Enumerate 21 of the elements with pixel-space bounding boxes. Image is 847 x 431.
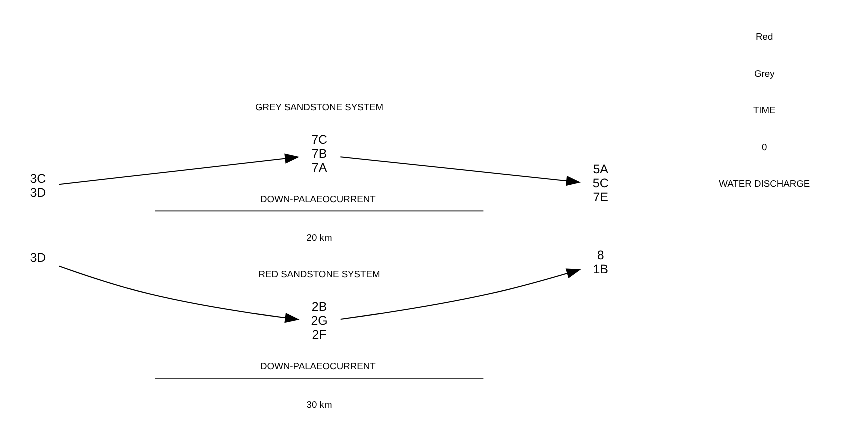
label: DOWN-PALAEOCURRENT <box>260 194 376 204</box>
label: 0 <box>762 142 768 152</box>
label: RED SANDSTONE SYSTEM <box>258 270 380 280</box>
arrow <box>340 156 581 186</box>
node-text: 3D <box>30 250 46 265</box>
node-text: 7C 7B 7A <box>312 132 328 175</box>
node-text: 3C 3D <box>30 172 46 200</box>
label: 20 km <box>306 232 332 243</box>
arrow <box>59 266 300 324</box>
label: GREY SANDSTONE SYSTEM <box>256 102 384 112</box>
node-text: 5A 5C 7E <box>592 162 609 205</box>
label: Grey <box>754 68 775 79</box>
label: TIME <box>753 106 776 116</box>
node-text: 2B 2G 2F <box>311 300 328 342</box>
label: Red <box>756 32 774 42</box>
node-text: 8 1B <box>593 248 609 277</box>
label: DOWN-PALAEOCURRENT <box>260 362 376 372</box>
arrow <box>59 154 300 186</box>
arrow <box>340 268 582 320</box>
label: 30 km <box>306 400 332 410</box>
label: WATER DISCHARGE <box>719 179 810 190</box>
